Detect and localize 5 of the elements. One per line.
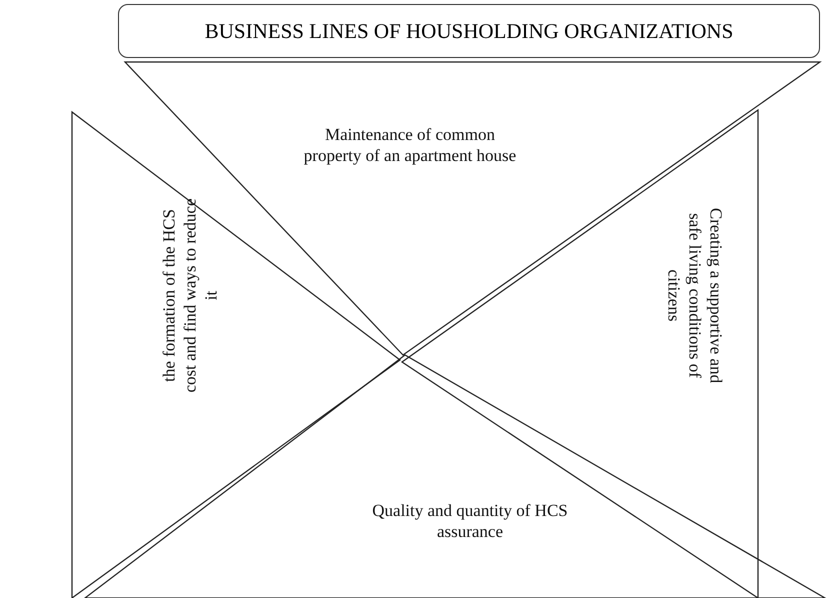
title-box: BUSINESS LINES OF HOUSHOLDING ORGANIZATIONS bbox=[118, 4, 820, 58]
triangle-label: the formation of the HCS cost and find ways to reduce it bbox=[158, 196, 222, 394]
triangle-label: Creating a supportive and safe living conditions of citizens bbox=[664, 206, 726, 385]
triangle-label: Maintenance of common property of an apartment house bbox=[302, 124, 518, 166]
triangle-label: Quality and quantity of HCS assurance bbox=[371, 500, 569, 542]
